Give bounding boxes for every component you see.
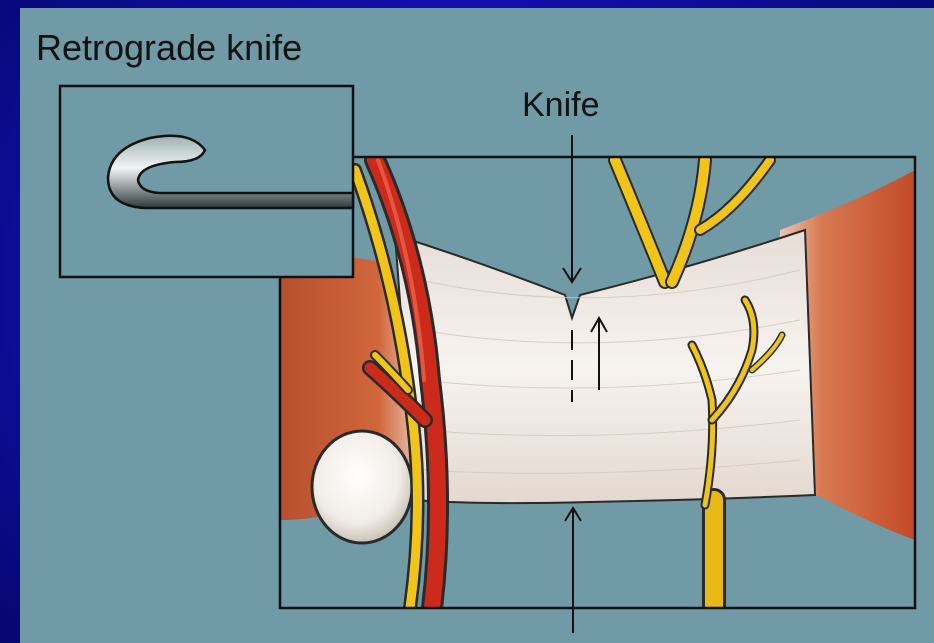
main-illustration bbox=[280, 160, 915, 608]
retrograde-knife-label: Retrograde knife bbox=[36, 30, 302, 66]
cyst bbox=[312, 431, 412, 543]
knife-label: Knife bbox=[522, 88, 600, 122]
inset-box bbox=[60, 86, 353, 277]
arrow-icon bbox=[565, 508, 581, 633]
